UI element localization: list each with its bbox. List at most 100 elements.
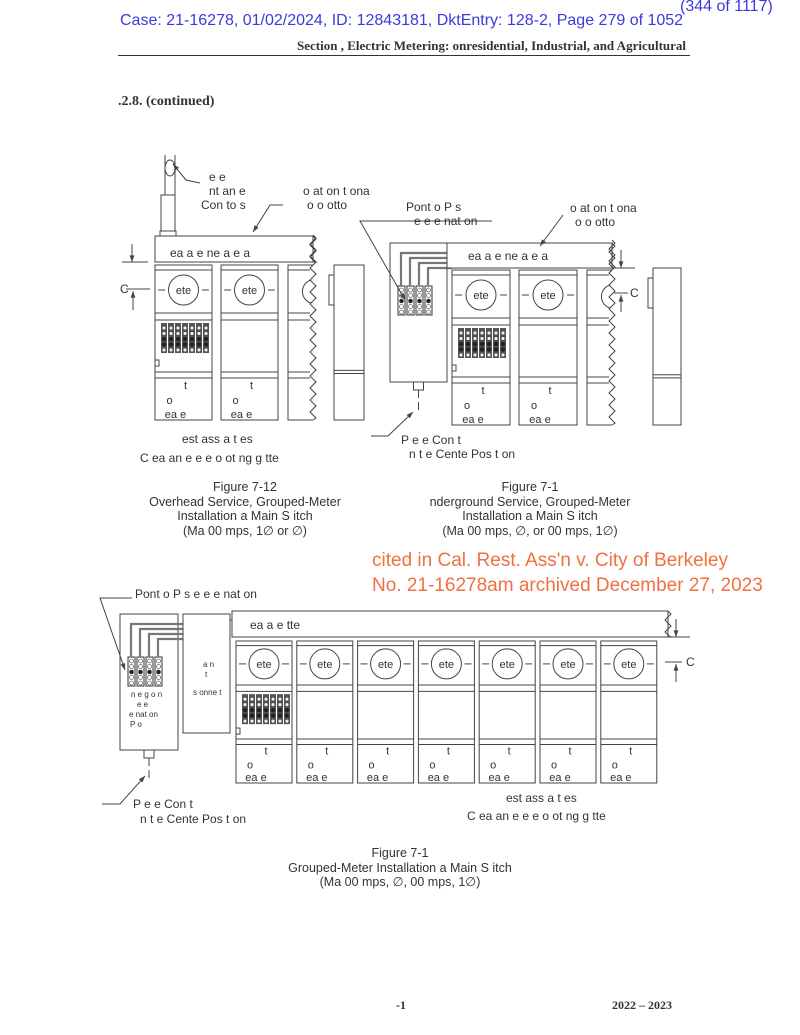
pull-label: Pont o P s e e e nat on xyxy=(135,587,257,601)
terminal-lug xyxy=(256,718,262,724)
service-conductor xyxy=(417,261,452,286)
panel-text-o: o xyxy=(531,400,537,412)
terminal-lug xyxy=(203,342,209,347)
break-line xyxy=(309,234,317,421)
terminal-lug xyxy=(465,352,471,358)
side-view-cover xyxy=(647,277,654,309)
meter-socket xyxy=(552,648,584,680)
panel-text-t: t xyxy=(481,385,484,397)
terminal-lug xyxy=(417,304,422,309)
disconnect-label-1: a n xyxy=(203,660,215,669)
terminal-lug xyxy=(189,347,195,353)
terminal-lug xyxy=(486,336,492,341)
terminal-lug xyxy=(458,341,464,347)
terminal-lug xyxy=(196,336,202,342)
panel-text-ea: ea e xyxy=(367,772,388,784)
side-view-enclosure xyxy=(333,264,365,421)
location-label-2: o o otto xyxy=(307,198,348,212)
terminal-lug xyxy=(189,325,195,331)
service-conductor xyxy=(156,637,183,657)
terminal-lug xyxy=(426,293,431,298)
arrowhead xyxy=(618,261,624,268)
terminal-lug xyxy=(147,669,152,675)
terminal-lug xyxy=(426,309,431,315)
panel-text-t: t xyxy=(629,746,632,758)
terminal-lug xyxy=(242,707,248,713)
partial-meter xyxy=(601,284,611,309)
terminal-lug xyxy=(472,336,478,341)
terminal-lug xyxy=(175,342,181,347)
main-disconnect xyxy=(182,613,231,734)
page-count: (344 of 1117) xyxy=(680,0,773,15)
meter-label: ete xyxy=(317,659,332,671)
panel-text-t: t xyxy=(548,385,551,397)
terminal-lug xyxy=(182,336,188,342)
case-header: Case: 21-16278, 01/02/2024, ID: 12843181… xyxy=(120,12,684,29)
terminal-lug xyxy=(270,713,276,718)
leader-line xyxy=(371,411,414,437)
terminal-lug xyxy=(147,664,152,669)
weatherhead-label-2: nt an e xyxy=(209,184,246,198)
terminal-lug xyxy=(486,347,492,352)
header-bar-label: ea a e ne a e a xyxy=(468,249,549,263)
arrowhead xyxy=(173,164,180,171)
panel-text-t: t xyxy=(508,746,511,758)
meter-label: ete xyxy=(176,285,191,297)
terminal-lug xyxy=(270,718,276,724)
meter-socket xyxy=(234,274,265,306)
terminal-lug xyxy=(479,341,485,347)
arrowhead xyxy=(406,412,413,419)
panel-text-o: o xyxy=(232,395,238,407)
terminal-lug xyxy=(426,287,431,293)
terminal-lug xyxy=(189,342,195,347)
panel-text-o: o xyxy=(247,759,253,771)
meter-socket xyxy=(430,648,462,680)
meter-label: ete xyxy=(439,659,454,671)
panel-text-o: o xyxy=(429,759,435,771)
terminal-lug xyxy=(399,304,404,309)
c-dimension-label: C xyxy=(120,282,129,296)
terminal-lug xyxy=(138,669,143,675)
break-line xyxy=(608,239,616,426)
panel-text-ea: ea e xyxy=(231,409,252,421)
section-heading: .2.8. (continued) xyxy=(118,94,215,109)
conduit-label-2: n t e Cente Pos t on xyxy=(409,447,516,461)
terminal-lug xyxy=(479,336,485,341)
terminal-lug xyxy=(242,696,248,702)
terminal-lug xyxy=(270,702,276,707)
panel-text-t: t xyxy=(184,380,187,392)
terminal-lug xyxy=(417,309,422,315)
panel-text-o: o xyxy=(612,759,618,771)
break-line xyxy=(608,242,616,269)
panel-text-t: t xyxy=(386,746,389,758)
terminal-lug xyxy=(203,325,209,331)
meter-socket xyxy=(465,279,497,311)
terminal-lug xyxy=(472,352,478,358)
pullbox-label-1: n e g o n xyxy=(131,690,163,699)
terminal-lug xyxy=(493,330,499,336)
terminal-lug xyxy=(161,336,167,342)
meter-panel xyxy=(539,640,597,784)
meter-label: ete xyxy=(256,659,271,671)
header-bar xyxy=(154,235,314,263)
arrowhead xyxy=(399,293,405,300)
service-conductor xyxy=(408,256,452,286)
terminal-lug xyxy=(147,680,152,686)
partial-meter xyxy=(302,279,312,304)
terminal-lug xyxy=(175,331,181,336)
service-conductor xyxy=(426,266,452,286)
caption-line: Installation a Main S itch xyxy=(462,509,598,523)
terminal-lug xyxy=(486,352,492,358)
meter-label: ete xyxy=(242,285,257,297)
service-conductor xyxy=(147,632,183,657)
terminal-lug xyxy=(458,347,464,352)
terminal-lug xyxy=(196,342,202,347)
terminal-lug xyxy=(256,702,262,707)
terminal-lug xyxy=(242,702,248,707)
arrowhead xyxy=(253,225,259,232)
caption-line: Grouped-Meter Installation a Main S itch xyxy=(288,860,512,875)
terminal-lug xyxy=(175,325,181,331)
panel-text-ea: ea e xyxy=(488,772,509,784)
